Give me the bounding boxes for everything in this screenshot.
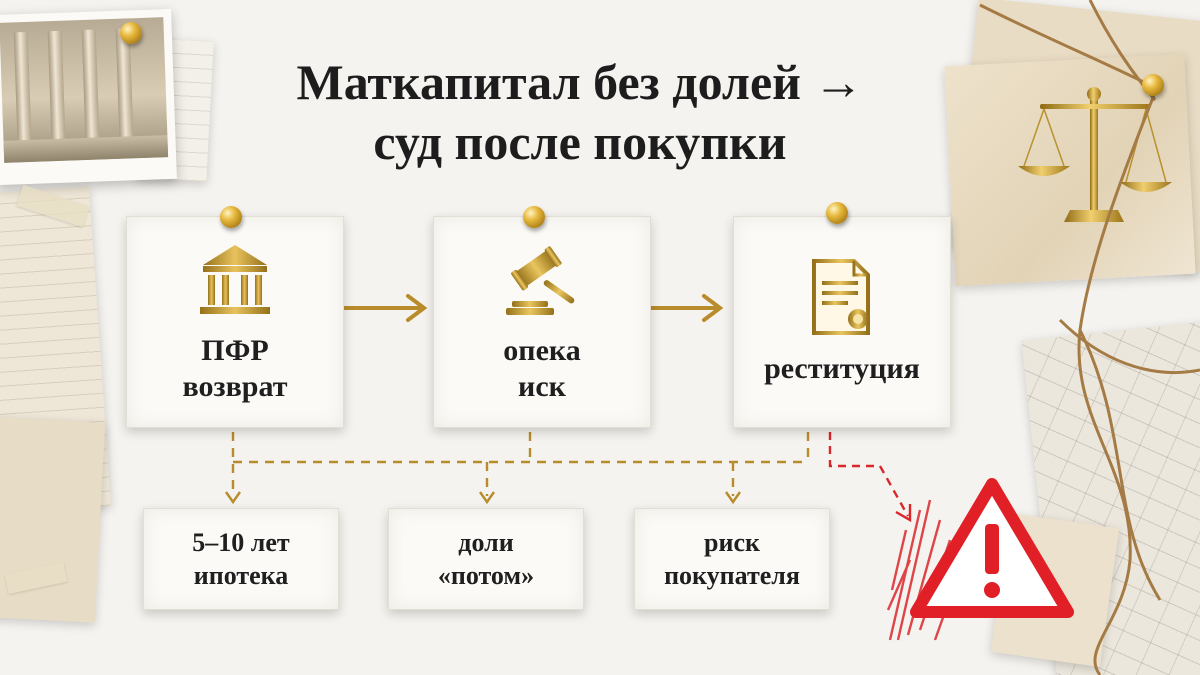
step-card-restitution: реституция <box>733 216 951 428</box>
warning-triangle-icon <box>910 478 1074 618</box>
title-line-2: суд после покупки <box>373 114 787 170</box>
certificate-document-icon <box>812 259 870 335</box>
arrow-head <box>702 294 724 322</box>
page-title: Маткапитал без долей → суд после покупки <box>250 52 910 172</box>
step-label: ПФР возврат <box>182 334 288 403</box>
step-card-pfr: ПФР возврат <box>126 216 344 428</box>
consequence-label: риск покупателя <box>664 528 800 590</box>
pushpin-icon <box>220 206 242 228</box>
government-building-icon <box>200 245 270 314</box>
consequence-label: доли «потом» <box>437 528 535 590</box>
pushpin-icon <box>120 22 142 44</box>
consequence-card-buyer-risk: риск покупателя <box>634 508 830 610</box>
title-line-1: Маткапитал без долей → <box>296 54 864 110</box>
pushpin-icon <box>523 206 545 228</box>
pushpin-icon <box>826 202 848 224</box>
pushpin-icon <box>1142 74 1164 96</box>
step-label: реституция <box>764 352 920 385</box>
judge-gavel-icon <box>506 246 575 315</box>
red-dashed-connector <box>828 432 910 517</box>
consequence-label: 5–10 лет ипотека <box>192 528 290 590</box>
step-card-guardianship: опека иск <box>433 216 651 428</box>
arrow-head <box>406 294 428 322</box>
consequence-card-shares-later: доли «потом» <box>388 508 584 610</box>
consequence-card-mortgage: 5–10 лет ипотека <box>143 508 339 610</box>
step-label: опека иск <box>503 334 581 403</box>
